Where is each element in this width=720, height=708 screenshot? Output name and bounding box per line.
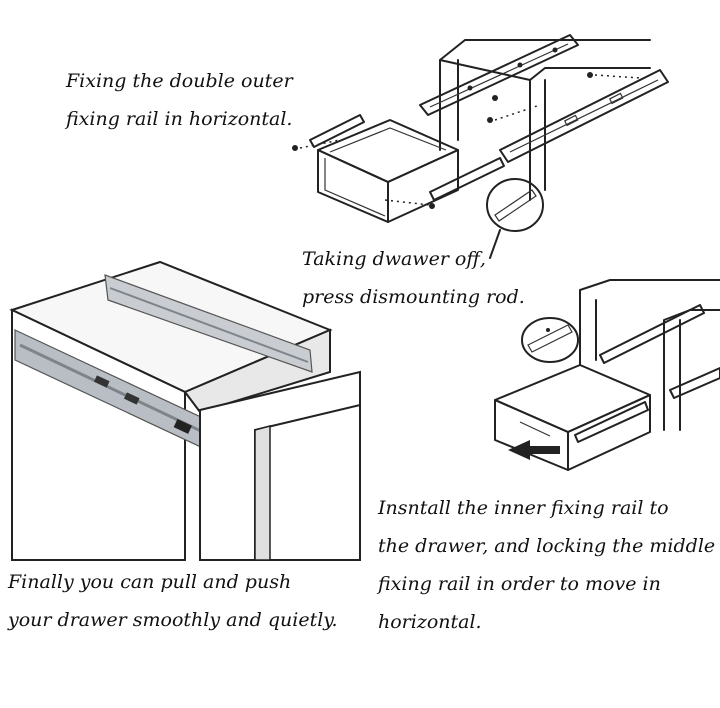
caption-line: Finally you can pull and push bbox=[8, 571, 292, 593]
caption-line: fixing rail in order to move in bbox=[378, 573, 661, 595]
outer-rail-upper bbox=[419, 34, 579, 116]
cabinet-frame-top bbox=[439, 39, 651, 201]
drawer-inner-rail bbox=[309, 114, 505, 201]
caption-pull-push-drawer: Finally you can pull and push your drawe… bbox=[8, 563, 338, 639]
caption-line: your drawer smoothly and quietly. bbox=[8, 609, 338, 631]
caption-line: Taking dwawer off, bbox=[302, 248, 486, 270]
caption-fixing-outer-rail: Fixing the double outer fixing rail in h… bbox=[66, 62, 293, 138]
caption-line: press dismounting rod. bbox=[302, 286, 525, 308]
cabinet-photo bbox=[9, 260, 361, 561]
detail-magnifier-bottom bbox=[521, 317, 579, 363]
pull-direction-arrow bbox=[508, 440, 560, 460]
cabinet-frame-right bbox=[579, 279, 720, 431]
caption-line: fixing rail in horizontal. bbox=[66, 108, 293, 130]
outer-rail-right bbox=[499, 69, 669, 163]
drawer-box-bottom bbox=[494, 364, 651, 471]
caption-line: the drawer, and locking the middle bbox=[378, 535, 716, 557]
caption-taking-drawer-off: Taking dwawer off, press dismounting rod… bbox=[302, 240, 525, 316]
drawer-box-top bbox=[317, 119, 459, 223]
caption-install-inner-rail: Insntall the inner fixing rail to the dr… bbox=[378, 489, 715, 641]
screws bbox=[292, 72, 593, 209]
screw-guides bbox=[299, 74, 641, 206]
caption-line: Fixing the double outer bbox=[66, 70, 293, 92]
detail-magnifier-top bbox=[486, 178, 544, 259]
caption-line: horizontal. bbox=[378, 611, 482, 633]
caption-line: Insntall the inner fixing rail to bbox=[378, 497, 669, 519]
